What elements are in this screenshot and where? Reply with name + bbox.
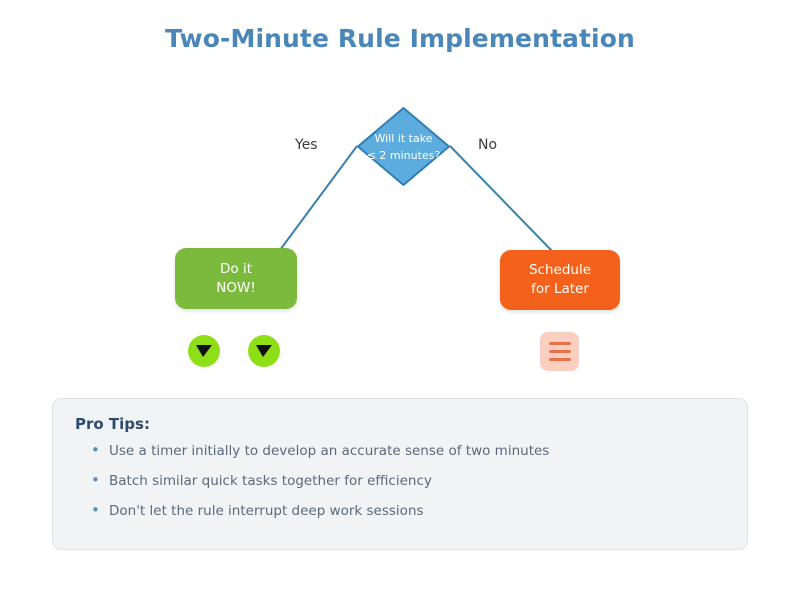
- do-now-line-2: NOW!: [216, 279, 256, 296]
- check-circle-icon-1[interactable]: [188, 335, 220, 367]
- diamond-shape: [357, 107, 450, 186]
- connector-no-line: [449, 145, 554, 253]
- action-node-do-now[interactable]: Do it NOW!: [175, 248, 297, 309]
- bullet-icon: •: [91, 471, 100, 489]
- branch-label-no: No: [478, 137, 498, 153]
- schedule-line-2: for Later: [531, 281, 589, 297]
- bullet-icon: •: [91, 501, 100, 519]
- pro-tips-heading: Pro Tips:: [75, 415, 150, 433]
- check-glyph-2: [256, 345, 272, 357]
- tip-text: Don't let the rule interrupt deep work s…: [109, 503, 424, 519]
- pro-tips-list: • Use a timer initially to develop an ac…: [75, 441, 725, 520]
- action-node-schedule[interactable]: Schedule for Later: [500, 250, 620, 310]
- decision-line-2: ≤ 2 minutes?: [366, 148, 441, 162]
- tip-text: Batch similar quick tasks together for e…: [109, 473, 432, 489]
- list-item: • Use a timer initially to develop an ac…: [75, 441, 725, 460]
- list-line-2: [548, 350, 571, 353]
- decision-node-text: Will it take ≤ 2 minutes?: [357, 107, 450, 186]
- check-circle-icon-2[interactable]: [248, 335, 280, 367]
- schedule-line-1: Schedule: [528, 262, 592, 278]
- check-glyph-1: [196, 345, 212, 357]
- tip-text: Use a timer initially to develop an accu…: [109, 443, 550, 459]
- decision-line-1: Will it take: [374, 131, 433, 145]
- list-lines-icon[interactable]: [540, 332, 579, 371]
- list-line-1: [548, 342, 571, 345]
- do-now-line-1: Do it: [220, 260, 252, 277]
- list-item: • Don't let the rule interrupt deep work…: [75, 501, 725, 520]
- decision-node[interactable]: Will it take ≤ 2 minutes?: [357, 107, 450, 186]
- connector-yes-line: [279, 145, 358, 251]
- bullet-icon: •: [91, 441, 100, 459]
- pro-tips-panel: Pro Tips: • Use a timer initially to dev…: [52, 398, 748, 550]
- list-line-3: [548, 358, 571, 361]
- page-title: Two-Minute Rule Implementation: [165, 24, 635, 53]
- branch-label-yes: Yes: [295, 137, 318, 153]
- list-item: • Batch similar quick tasks together for…: [75, 471, 725, 490]
